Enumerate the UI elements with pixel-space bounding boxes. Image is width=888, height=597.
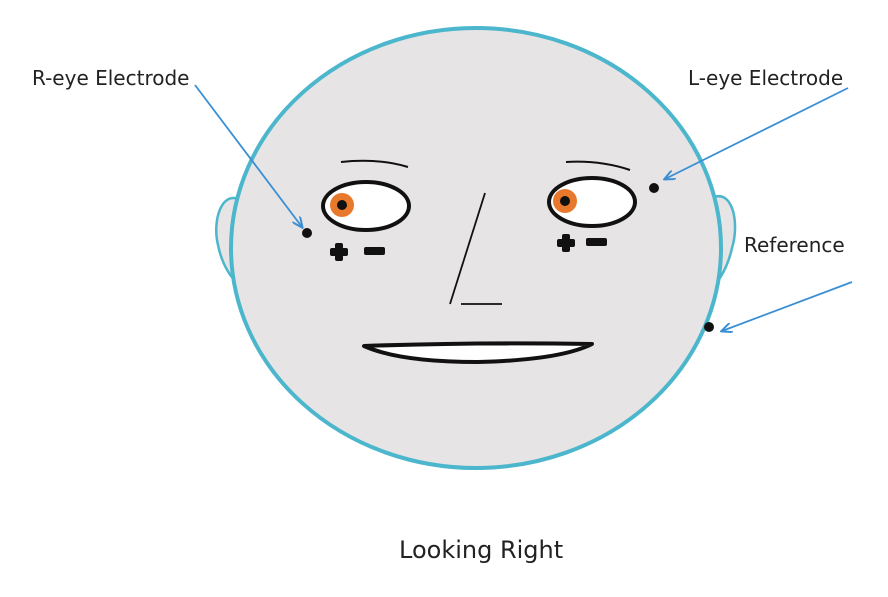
nose-bridge: [449, 192, 486, 305]
right-plus-icon: [330, 243, 348, 261]
right-eyebrow: [340, 159, 409, 168]
mouth: [362, 341, 594, 364]
r-eye-electrode: [302, 228, 312, 238]
left-eye: [547, 176, 637, 228]
r-eye-electrode-label: R-eye Electrode: [32, 66, 190, 90]
reference-arrow: [722, 281, 853, 331]
reference-electrode: [704, 322, 714, 332]
right-pupil: [337, 200, 347, 210]
left-eyebrow: [565, 160, 631, 171]
r-eye-arrow: [194, 84, 302, 227]
left-plus-icon: [557, 234, 575, 252]
l-eye-arrow: [665, 87, 849, 179]
reference-label: Reference: [744, 233, 845, 257]
left-pupil: [560, 196, 570, 206]
l-eye-electrode-label: L-eye Electrode: [688, 66, 844, 90]
head-outline: [229, 26, 723, 470]
right-minus-icon: [364, 247, 385, 255]
left-minus-icon: [586, 238, 607, 246]
caption: Looking Right: [399, 536, 564, 564]
l-eye-electrode: [649, 183, 659, 193]
